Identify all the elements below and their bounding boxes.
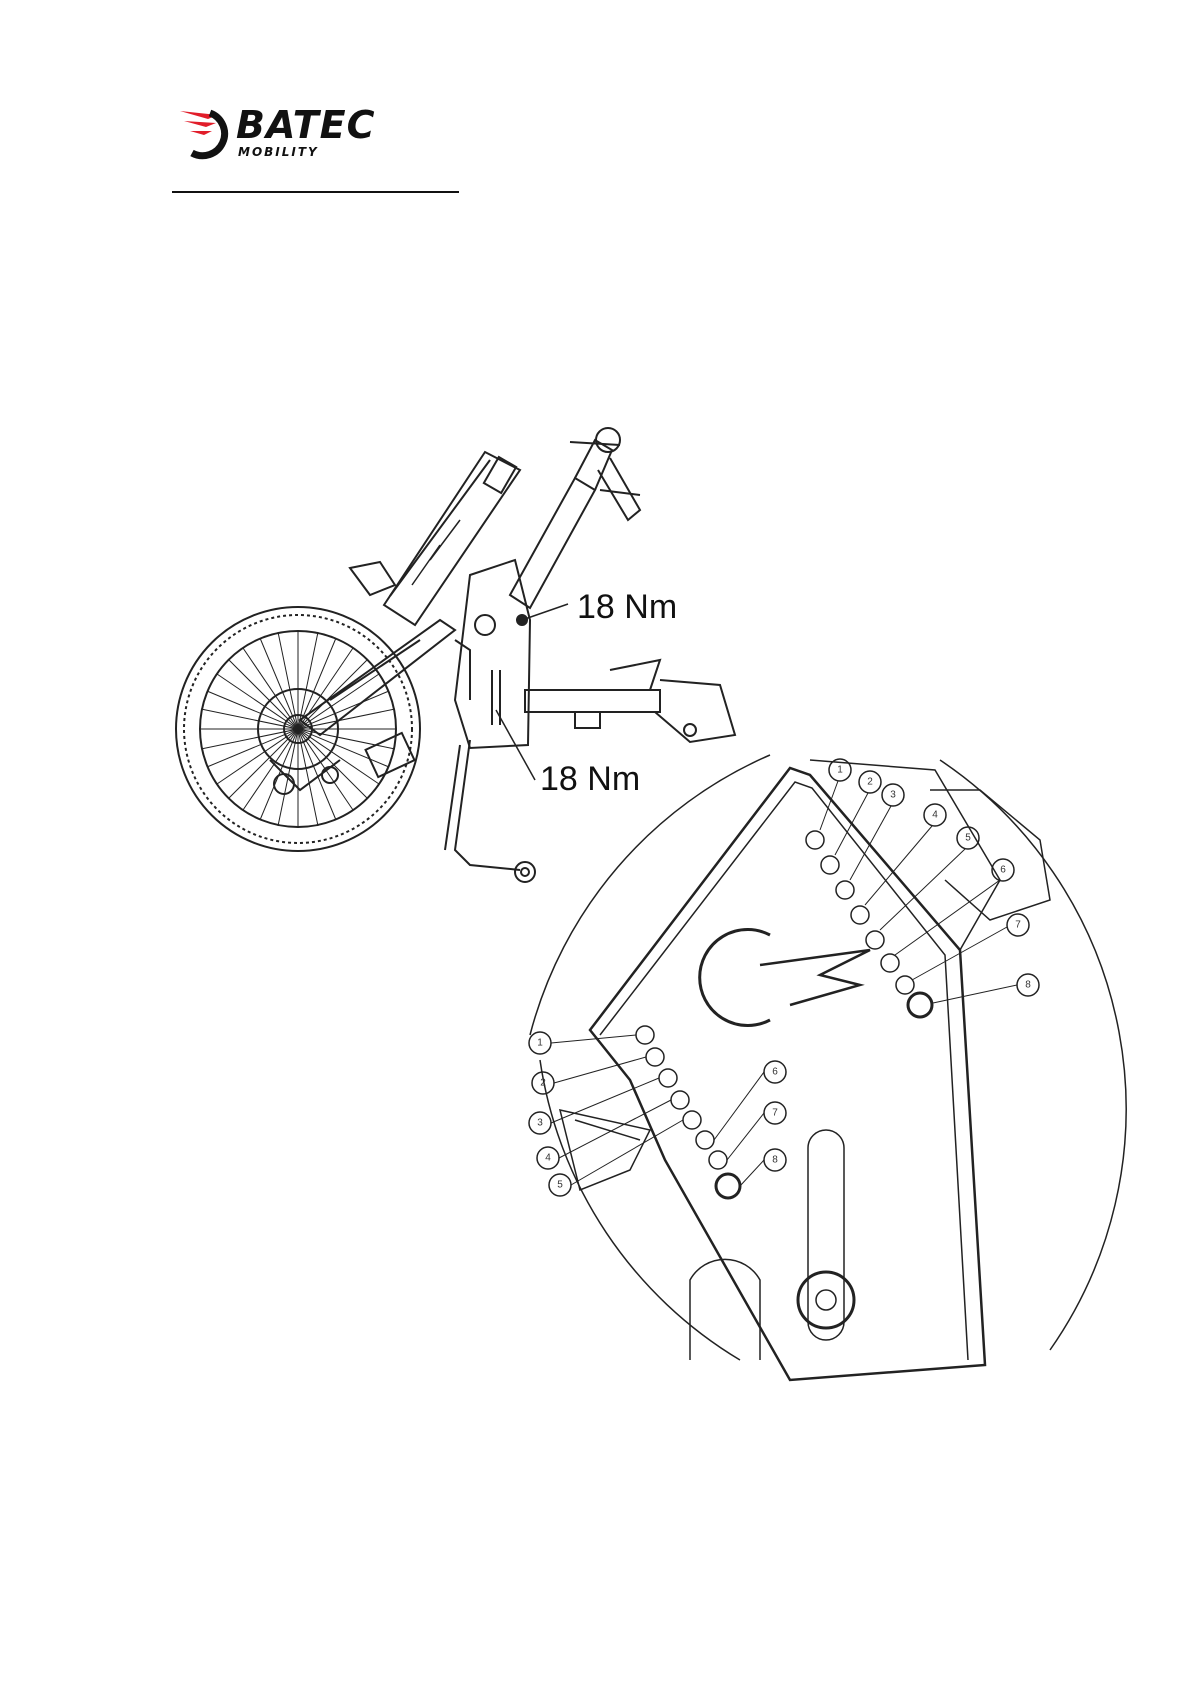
lower-hole-label: 7 <box>772 1108 778 1119</box>
torque-label-lower: 18 Nm <box>540 760 640 798</box>
upper-hole-label: 6 <box>1000 865 1006 876</box>
footrest <box>350 562 395 595</box>
lower-hole-label: 6 <box>772 1067 778 1078</box>
upper-hole-label: 5 <box>965 833 971 844</box>
upper-hole-label: 3 <box>890 790 896 801</box>
clamp-plate <box>455 560 530 748</box>
lower-hole-label: 5 <box>557 1180 563 1191</box>
torque-label-upper: 18 Nm <box>577 588 677 626</box>
front-wheel <box>176 607 420 851</box>
lower-hole-label: 1 <box>537 1038 543 1049</box>
upper-hole-label: 4 <box>932 810 938 821</box>
upper-hole-label: 7 <box>1015 920 1021 931</box>
lower-hole-label: 2 <box>540 1078 546 1089</box>
bolt-upper-icon <box>517 615 527 625</box>
wheel-spokes <box>200 631 396 827</box>
lower-hole-label: 3 <box>537 1118 543 1129</box>
steering-stem <box>510 428 640 608</box>
lower-hole-label: 4 <box>545 1153 551 1164</box>
battery-pack <box>384 452 520 625</box>
upper-hole-label: 8 <box>1025 980 1031 991</box>
lower-hole-label: 8 <box>772 1155 778 1166</box>
upper-hole-label: 1 <box>837 765 843 776</box>
detail-zoom <box>529 755 1126 1380</box>
clamp-arm <box>525 660 735 742</box>
caster-leg <box>445 740 535 882</box>
upper-hole-label: 2 <box>867 777 873 788</box>
